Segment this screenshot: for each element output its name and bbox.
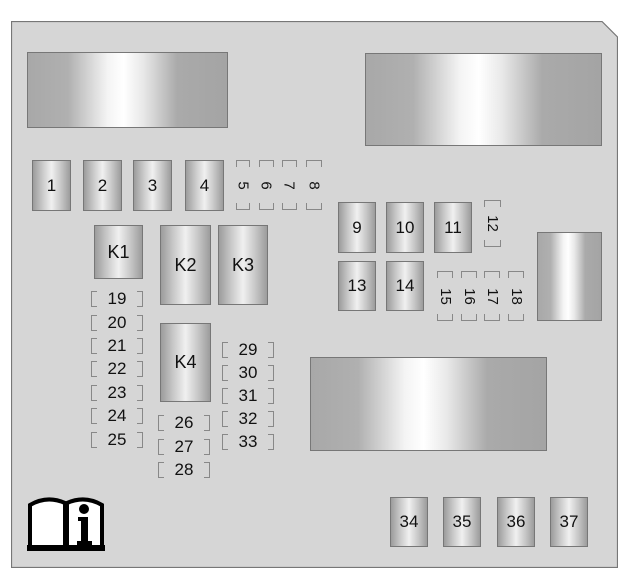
fuse-34[interactable]: 34	[390, 497, 428, 547]
fuse-9[interactable]: 9	[338, 202, 376, 253]
fuse-label: 6	[258, 180, 275, 190]
fuse-label: 7	[281, 180, 298, 190]
slot-fuse-24[interactable]: 24	[91, 406, 143, 426]
large-block-top-left	[27, 52, 228, 128]
slot-fuse-31[interactable]: 31	[222, 386, 274, 406]
fuse-label: 29	[238, 340, 258, 359]
block-right	[537, 232, 602, 321]
large-block-top-right	[365, 53, 602, 146]
fuse-14[interactable]: 14	[386, 261, 424, 311]
slot-fuse-26[interactable]: 26	[158, 413, 210, 433]
mini-fuse-8[interactable]: 8	[305, 160, 323, 210]
relay-k1[interactable]: K1	[94, 225, 143, 279]
large-block-bottom	[310, 357, 547, 451]
fuse-label: 28	[174, 460, 194, 479]
slot-fuse-33[interactable]: 33	[222, 432, 274, 452]
fuse-36[interactable]: 36	[497, 497, 535, 547]
slot-fuse-32[interactable]: 32	[222, 409, 274, 429]
relay-k4[interactable]: K4	[160, 323, 211, 402]
fuse-label: 24	[107, 406, 127, 425]
fuse-label: 32	[238, 409, 258, 428]
fuse-label: 23	[107, 383, 127, 402]
fuse-label: 12	[484, 215, 501, 232]
fuse-10[interactable]: 10	[386, 202, 424, 253]
fuse-label: 33	[238, 432, 258, 451]
slot-fuse-28[interactable]: 28	[158, 460, 210, 480]
fuse-label: 15	[436, 287, 454, 305]
slot-fuse-21[interactable]: 21	[91, 336, 143, 356]
relay-k3[interactable]: K3	[218, 225, 268, 305]
fuse-label: 27	[174, 437, 194, 456]
fuse-13[interactable]: 13	[338, 261, 376, 311]
slot-fuse-30[interactable]: 30	[222, 363, 274, 383]
owner-manual-info-icon	[27, 497, 105, 551]
fuse-3[interactable]: 3	[133, 160, 172, 211]
fuse-1[interactable]: 1	[32, 160, 71, 211]
fuse-label: 19	[107, 289, 127, 308]
slot-fuse-27[interactable]: 27	[158, 437, 210, 457]
mini-fuse-15[interactable]: 15	[436, 271, 454, 321]
fuse-label: 30	[238, 363, 258, 382]
relay-k2[interactable]: K2	[160, 225, 211, 305]
fuse-35[interactable]: 35	[443, 497, 481, 547]
fuse-4[interactable]: 4	[185, 160, 224, 211]
fuse-label: 5	[234, 180, 252, 190]
fuse-2[interactable]: 2	[83, 160, 122, 211]
mini-fuse-17[interactable]: 17	[483, 271, 501, 321]
fuse-label: 18	[507, 287, 525, 305]
mini-fuse-16[interactable]: 16	[460, 271, 478, 321]
fuse-label: 31	[238, 386, 258, 405]
slot-fuse-25[interactable]: 25	[91, 430, 143, 450]
mini-fuse-5[interactable]: 5	[234, 160, 252, 210]
slot-fuse-19[interactable]: 19	[91, 289, 143, 309]
slot-fuse-23[interactable]: 23	[91, 383, 143, 403]
fuse-label: 25	[107, 430, 127, 449]
slot-fuse-22[interactable]: 22	[91, 359, 143, 379]
slot-fuse-20[interactable]: 20	[91, 313, 143, 333]
mini-fuse-18[interactable]: 18	[507, 271, 525, 321]
fuse-11[interactable]: 11	[434, 202, 472, 253]
mini-fuse-12[interactable]: 12	[484, 200, 501, 247]
fuse-37[interactable]: 37	[550, 497, 588, 547]
mini-fuse-7[interactable]: 7	[281, 160, 298, 210]
mini-fuse-6[interactable]: 6	[258, 160, 275, 210]
slot-fuse-29[interactable]: 29	[222, 340, 274, 360]
fuse-label: 16	[460, 287, 478, 305]
fuse-label: 22	[107, 359, 127, 378]
fuse-label: 20	[107, 313, 127, 332]
fuse-label: 8	[305, 180, 323, 190]
fuse-label: 17	[483, 287, 501, 305]
fuse-label: 26	[174, 413, 194, 432]
fuse-panel: 1 2 3 4 5 6 7 8 K1 K2 K3 K4 19 20 21 22 …	[11, 21, 618, 568]
fuse-label: 21	[107, 336, 127, 355]
